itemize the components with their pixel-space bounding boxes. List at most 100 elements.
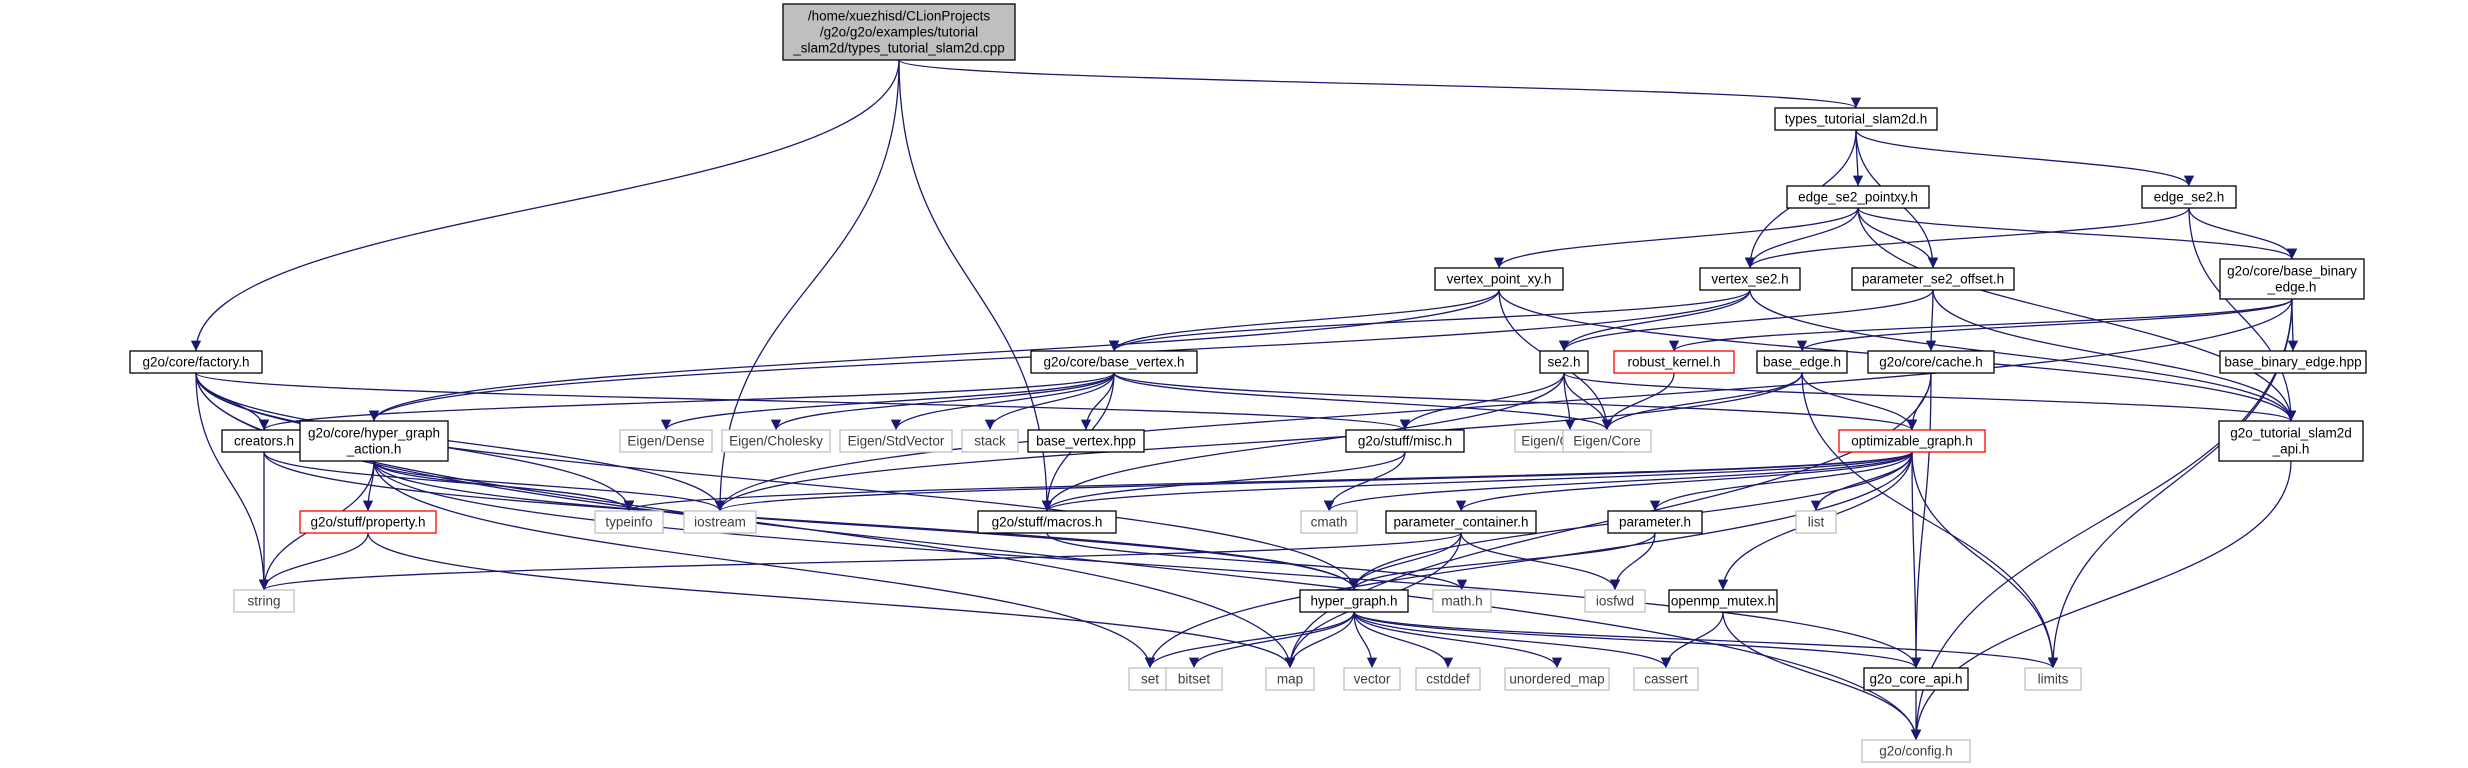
node-label: stack [974, 434, 1006, 449]
node-label: edge_se2.h [2154, 190, 2225, 205]
node-g2o-tutorial-slam2d-api-h[interactable]: g2o_tutorial_slam2d_api.h [2218, 420, 2364, 462]
edge-hyper_graph_action_h-to-g2o_core_api_h [373, 460, 1922, 669]
edge-root-to-iostream [714, 59, 900, 512]
node-label: g2o_tutorial_slam2d [2230, 426, 2352, 441]
edge-optimizable_graph_h-to-iostream [715, 451, 1913, 512]
node-macros-h[interactable]: g2o/stuff/macros.h [977, 510, 1117, 534]
node-label: edge_se2_pointxy.h [1798, 190, 1918, 205]
node-box [1774, 107, 1938, 131]
node-string[interactable]: string [233, 589, 295, 613]
node-eigen-dense[interactable]: Eigen/Dense [619, 429, 713, 453]
node-parameter-h[interactable]: parameter.h [1607, 510, 1703, 534]
node-list[interactable]: list [1795, 510, 1837, 534]
edge-factory_h-to-string [195, 372, 270, 591]
node-box [2024, 667, 2082, 691]
edges-layer [190, 59, 2299, 741]
node-label: cassert [1644, 672, 1688, 687]
node-bitset[interactable]: bitset [1165, 667, 1223, 691]
node-box [977, 510, 1117, 534]
node-label: Eigen/Dense [627, 434, 704, 449]
node-iostream[interactable]: iostream [683, 510, 757, 534]
node-label: types_tutorial_slam2d.h [1785, 112, 1928, 127]
node-box [1786, 185, 1930, 209]
node-vector[interactable]: vector [1343, 667, 1401, 691]
node-base-binary-edge-h[interactable]: g2o/core/base_binary_edge.h [2219, 258, 2365, 300]
edge-robust_kernel_h-to-eigen_core [1601, 372, 1675, 431]
node-root[interactable]: /home/xuezhisd/CLionProjects/g2o/g2o/exa… [782, 3, 1016, 61]
edge-hyper_graph_h-to-g2o_core_api_h [1353, 611, 1921, 669]
node-unordered-map[interactable]: unordered_map [1504, 667, 1610, 691]
node-parameter-se2-offset-h[interactable]: parameter_se2_offset.h [1851, 267, 2015, 291]
node-label: robust_kernel.h [1627, 355, 1720, 370]
node-label: g2o/stuff/misc.h [1358, 434, 1452, 449]
node-g2o-config-h[interactable]: g2o/config.h [1861, 739, 1971, 763]
node-edge-se2-pointxy-h[interactable]: edge_se2_pointxy.h [1786, 185, 1930, 209]
node-robust-kernel-h[interactable]: robust_kernel.h [1613, 350, 1735, 374]
edge-factory_h-to-hyper_graph_h [195, 372, 1360, 591]
node-map[interactable]: map [1265, 667, 1315, 691]
node-vertex-point-xy-h[interactable]: vertex_point_xy.h [1434, 267, 1564, 291]
node-base-binary-edge-hpp[interactable]: base_binary_edge.hpp [2219, 350, 2367, 374]
node-label: base_binary_edge.hpp [2224, 355, 2361, 370]
node-parameter-container-h[interactable]: parameter_container.h [1385, 510, 1537, 534]
edge-macros_h-to-math_h [1046, 532, 1468, 591]
node-limits[interactable]: limits [2024, 667, 2082, 691]
node-factory-h[interactable]: g2o/core/factory.h [129, 350, 263, 374]
edge-root-to-factory_h [190, 59, 900, 352]
node-box [1613, 350, 1735, 374]
node-base-vertex-hpp[interactable]: base_vertex.hpp [1027, 429, 1145, 453]
node-box [1795, 510, 1837, 534]
node-cassert[interactable]: cassert [1633, 667, 1699, 691]
node-box [1756, 350, 1848, 374]
node-cache-h[interactable]: g2o/core/cache.h [1867, 350, 1995, 374]
node-creators-h[interactable]: creators.h [221, 429, 307, 453]
node-stack[interactable]: stack [961, 429, 1019, 453]
node-misc-h[interactable]: g2o/stuff/misc.h [1345, 429, 1465, 453]
edge-optimizable_graph_h-to-typeinfo [624, 451, 1913, 512]
node-box [1838, 429, 1986, 453]
node-set[interactable]: set [1128, 667, 1172, 691]
node-eigen-stdvector[interactable]: Eigen/StdVector [839, 429, 953, 453]
node-hyper-graph-h[interactable]: hyper_graph.h [1299, 589, 1409, 613]
node-cmath[interactable]: cmath [1300, 510, 1358, 534]
node-box [1851, 267, 2015, 291]
node-box [1165, 667, 1223, 691]
node-label: g2o/stuff/property.h [310, 515, 425, 530]
node-types-tutorial-slam2d-h[interactable]: types_tutorial_slam2d.h [1774, 107, 1938, 131]
node-label: typeinfo [605, 515, 652, 530]
node-label: hyper_graph.h [1310, 594, 1397, 609]
node-math-h[interactable]: math.h [1432, 589, 1492, 613]
edge-base_binary_edge_h-to-robust_kernel_h [1669, 298, 2293, 352]
edge-hyper_graph_action_h-to-iostream [373, 460, 726, 512]
node-vertex-se2-h[interactable]: vertex_se2.h [1699, 267, 1801, 291]
node-label: Eigen/Cholesky [729, 434, 823, 449]
node-iosfwd[interactable]: iosfwd [1584, 589, 1646, 613]
node-hyper-graph-action-h[interactable]: g2o/core/hyper_graph_action.h [299, 420, 449, 462]
node-cstddef[interactable]: cstddef [1415, 667, 1481, 691]
edge-edge_se2_pointxy_h-to-vertex_point_xy_h [1493, 207, 1859, 269]
node-label: g2o/config.h [1879, 744, 1953, 759]
node-label: _api.h [2272, 442, 2310, 457]
node-typeinfo[interactable]: typeinfo [594, 510, 664, 534]
node-property-h[interactable]: g2o/stuff/property.h [299, 510, 437, 534]
node-g2o-core-api-h[interactable]: g2o_core_api.h [1863, 667, 1969, 691]
node-box [1415, 667, 1481, 691]
node-base-vertex-h[interactable]: g2o/core/base_vertex.h [1030, 350, 1198, 374]
edge-parameter_se2_offset_h-to-se2_h [1558, 289, 1934, 352]
node-eigen-core[interactable]: Eigen/Core [1562, 429, 1652, 453]
edge-edge_se2_pointxy_h-to-g2o_tutorial_slam2d_api_h [1857, 207, 2297, 422]
node-label: cmath [1311, 515, 1348, 530]
edge-vertex_point_xy_h-to-base_vertex_h [1108, 289, 1500, 352]
node-edge-se2-h[interactable]: edge_se2.h [2141, 185, 2237, 209]
node-eigen-cholesky[interactable]: Eigen/Cholesky [721, 429, 831, 453]
node-se2-h[interactable]: se2.h [1539, 350, 1589, 374]
node-optimizable-graph-h[interactable]: optimizable_graph.h [1838, 429, 1986, 453]
node-openmp-mutex-h[interactable]: openmp_mutex.h [1668, 589, 1778, 613]
node-box [1504, 667, 1610, 691]
node-label: creators.h [234, 434, 294, 449]
edge-base_vertex_h-to-eigen_stdvector [890, 372, 1115, 431]
node-base-edge-h[interactable]: base_edge.h [1756, 350, 1848, 374]
node-label: g2o/core/base_vertex.h [1043, 355, 1184, 370]
edge-parameter_container_h-to-iosfwd [1460, 532, 1621, 591]
node-label: se2.h [1547, 355, 1580, 370]
